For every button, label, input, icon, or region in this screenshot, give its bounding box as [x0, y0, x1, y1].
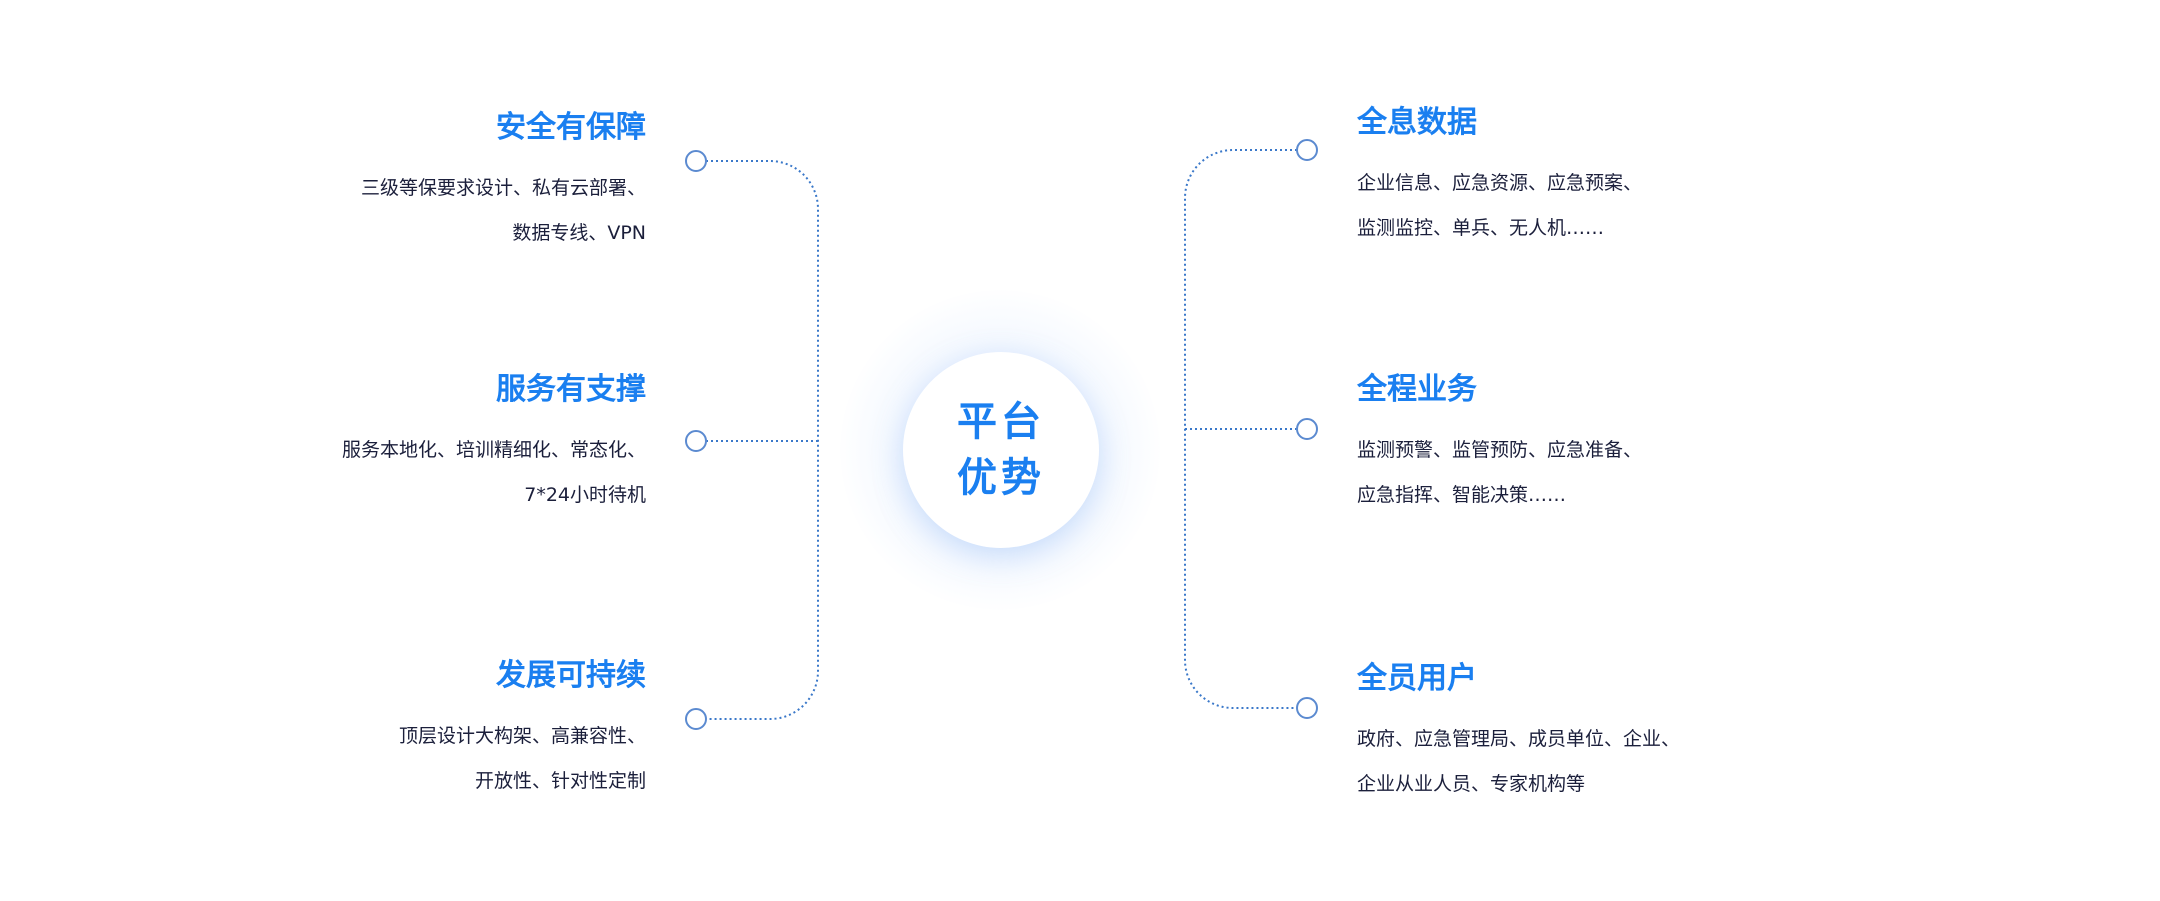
center-title-line2: 优势: [957, 455, 1045, 501]
advantage-title: 安全有保障: [496, 110, 646, 145]
advantage-title: 全程业务: [1357, 372, 1477, 407]
advantage-desc: 数据专线、VPN: [512, 222, 646, 244]
node-dot: [685, 430, 707, 452]
advantage-title: 全员用户: [1357, 661, 1477, 696]
advantage-title: 全息数据: [1357, 105, 1477, 140]
advantage-security: 安全有保障 三级等保要求设计、私有云部署、 数据专线、VPN: [86, 108, 646, 256]
advantage-desc: 顶层设计大构架、高兼容性、: [398, 725, 646, 747]
node-dot: [685, 150, 707, 172]
advantage-desc: 应急指挥、智能决策……: [1357, 484, 1567, 506]
node-dot: [1296, 697, 1318, 719]
advantage-desc: 7*24小时待机: [524, 484, 646, 506]
advantage-business: 全程业务 监测预警、监管预防、应急准备、 应急指挥、智能决策……: [1357, 370, 1917, 518]
center-node: 平台 优势: [903, 352, 1099, 548]
node-dot: [1296, 139, 1318, 161]
advantage-title: 发展可持续: [496, 658, 646, 693]
advantage-desc: 监测监控、单兵、无人机……: [1357, 217, 1605, 239]
center-title-line1: 平台: [957, 399, 1045, 445]
advantage-data: 全息数据 企业信息、应急资源、应急预案、 监测监控、单兵、无人机……: [1357, 103, 1917, 251]
advantage-desc: 服务本地化、培训精细化、常态化、: [341, 439, 646, 461]
advantage-title: 服务有支撑: [496, 372, 646, 407]
node-dot: [1296, 418, 1318, 440]
advantage-users: 全员用户 政府、应急管理局、成员单位、企业、 企业从业人员、专家机构等: [1357, 659, 1917, 807]
advantage-desc: 开放性、针对性定制: [474, 770, 646, 792]
advantage-desc: 监测预警、监管预防、应急准备、: [1357, 439, 1643, 461]
node-dot: [685, 708, 707, 730]
advantage-desc: 企业从业人员、专家机构等: [1357, 773, 1586, 795]
advantage-service: 服务有支撑 服务本地化、培训精细化、常态化、 7*24小时待机: [86, 370, 646, 518]
advantage-desc: 企业信息、应急资源、应急预案、: [1357, 172, 1643, 194]
advantage-desc: 政府、应急管理局、成员单位、企业、: [1357, 728, 1681, 750]
advantage-sustainable: 发展可持续 顶层设计大构架、高兼容性、 开放性、针对性定制: [86, 656, 646, 804]
advantage-desc: 三级等保要求设计、私有云部署、: [360, 177, 646, 199]
